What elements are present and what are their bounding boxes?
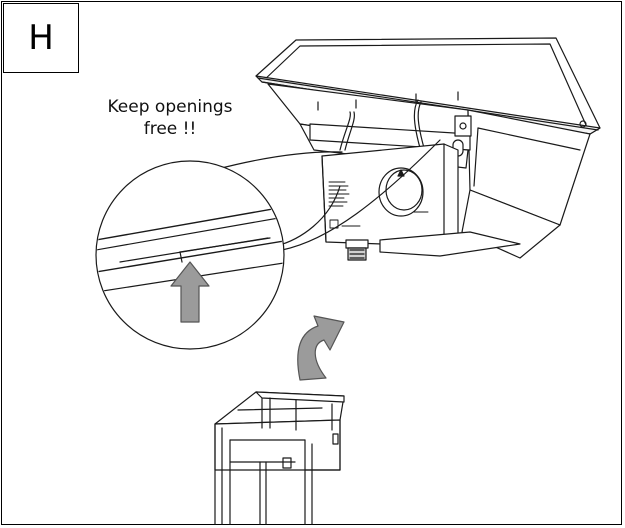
airflow-arrow-up [170, 261, 210, 323]
step-label-box: H [3, 3, 79, 73]
stand-cabinet [214, 391, 345, 525]
step-letter: H [28, 18, 54, 58]
ceiling-canopy [255, 37, 601, 259]
magnified-detail [95, 160, 285, 350]
note-line-2: free !! [143, 119, 197, 139]
mounting-direction-arrow [297, 315, 345, 381]
instruction-note: Keep openings free !! [80, 96, 260, 140]
note-line-1: Keep openings [107, 97, 233, 117]
control-unit [321, 143, 521, 261]
